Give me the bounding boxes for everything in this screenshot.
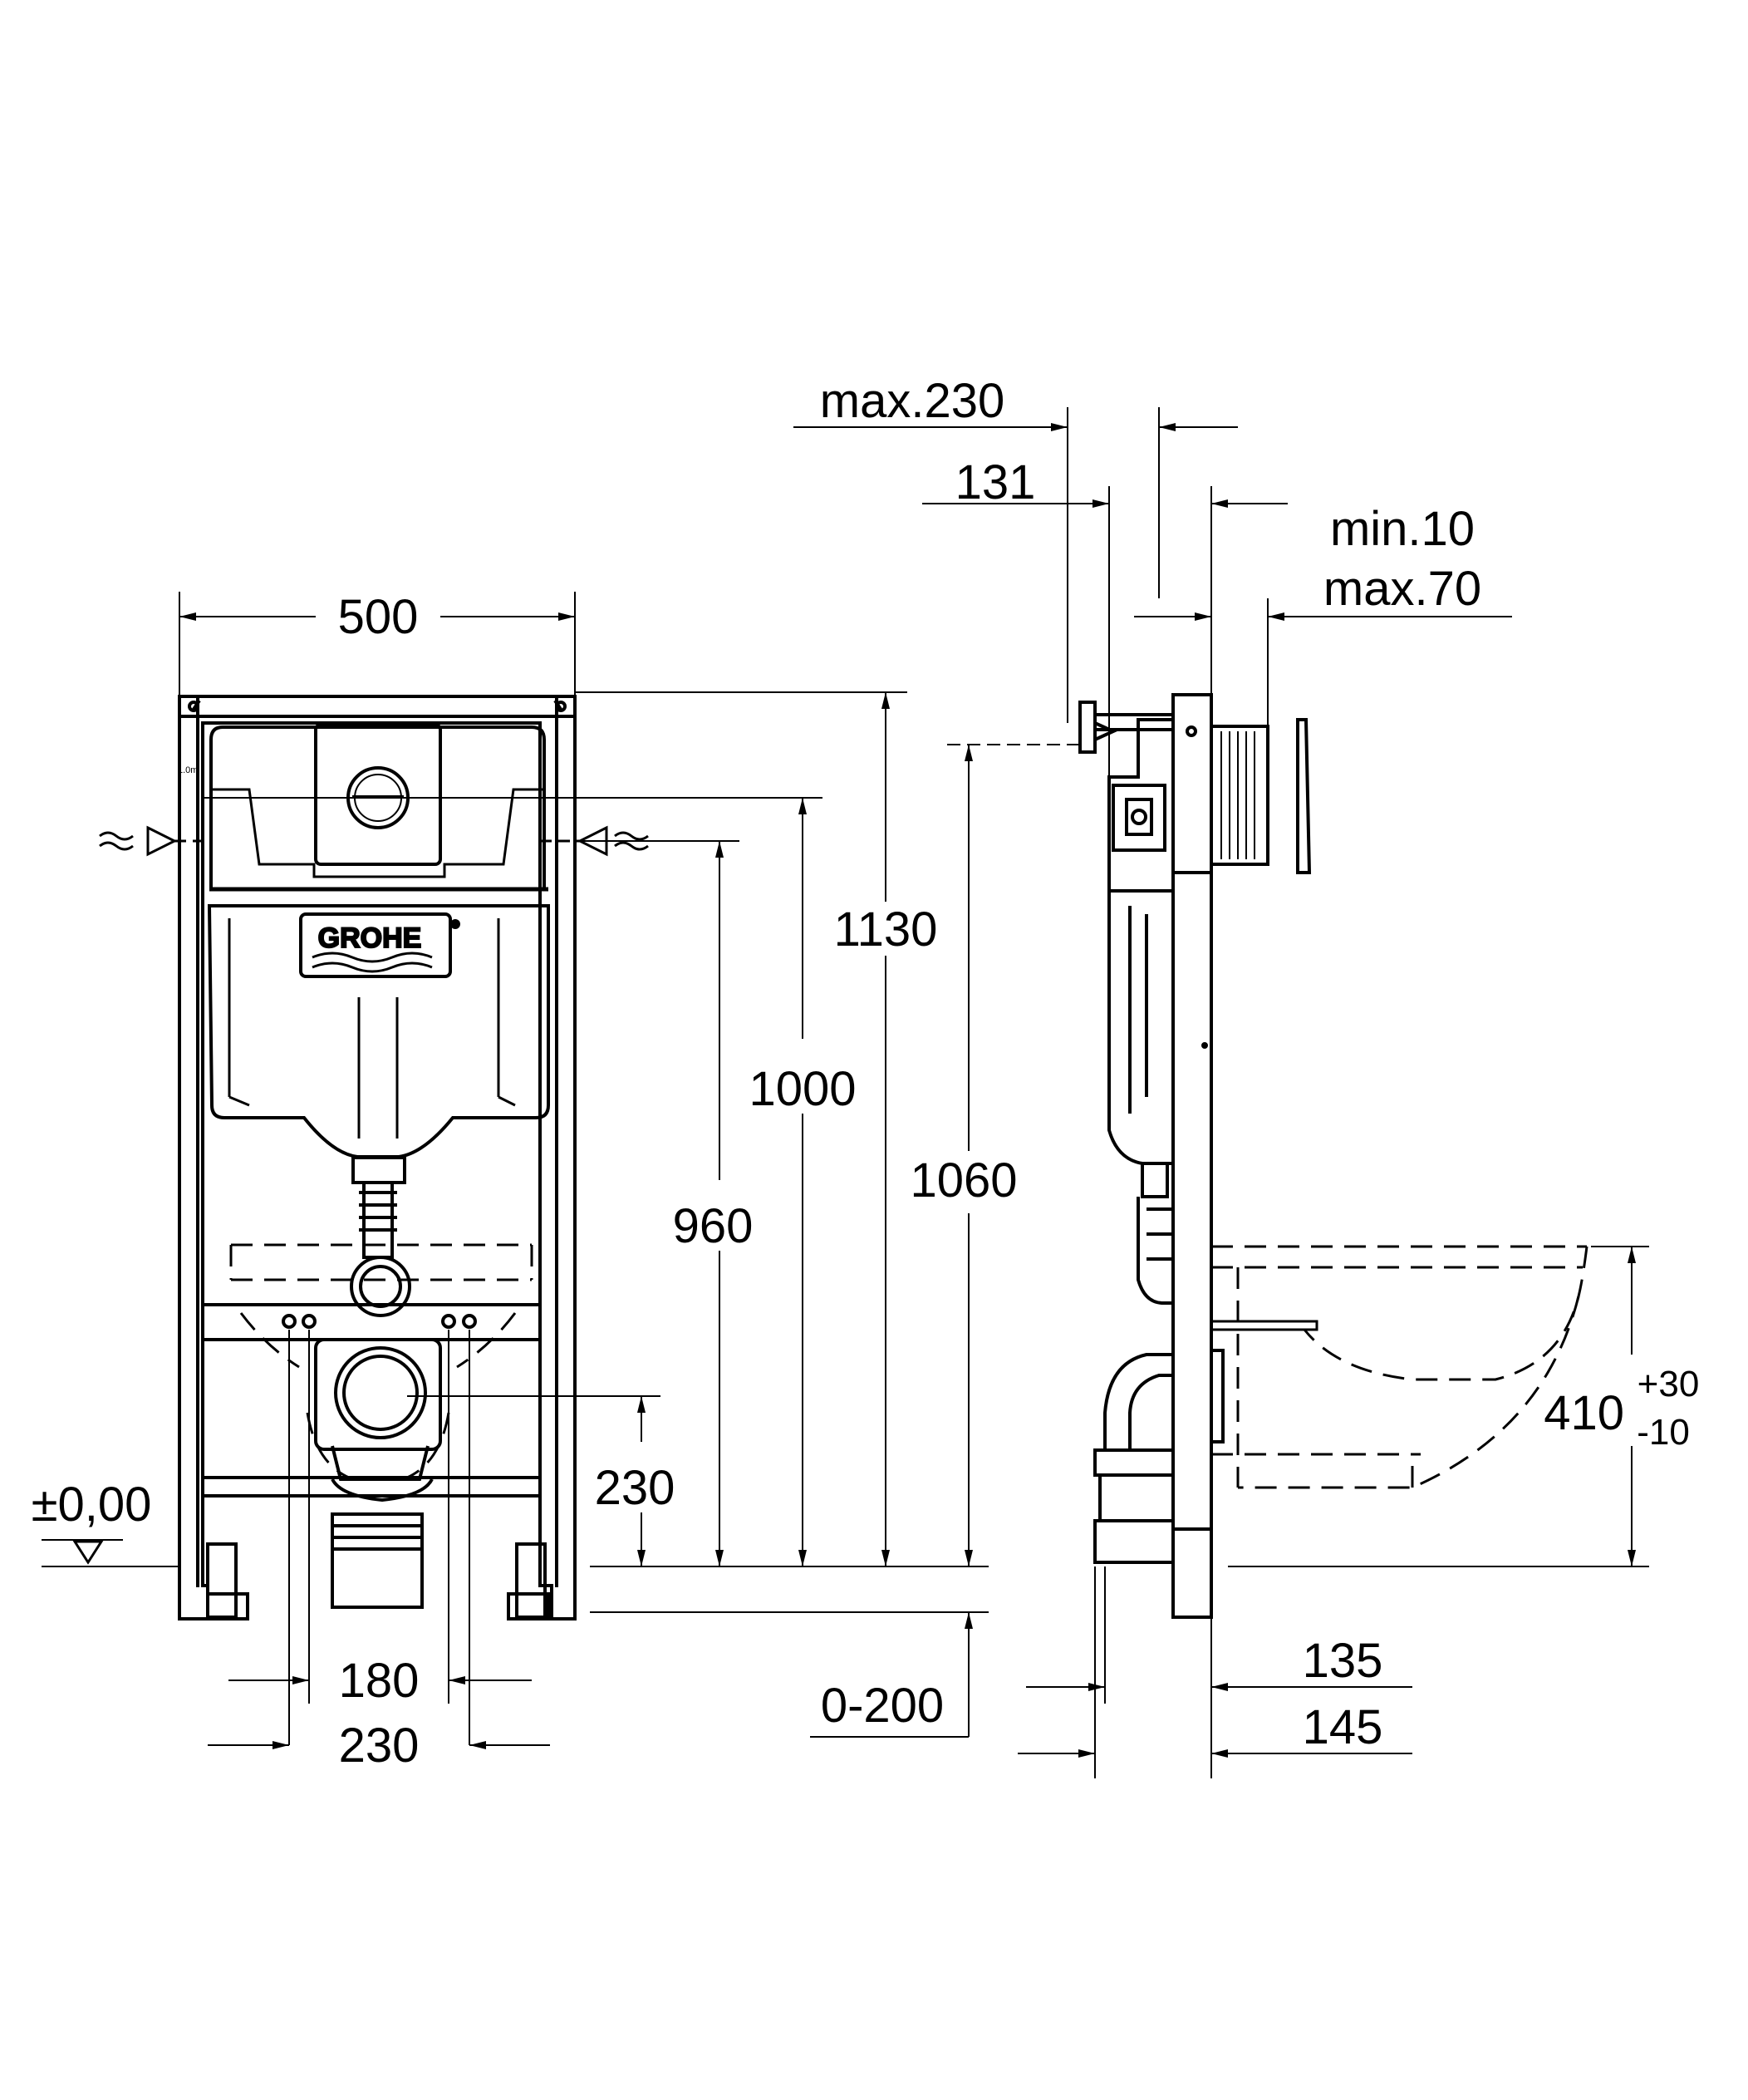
side-view: max.230 131 min.10 max.70 1060 bbox=[793, 374, 1699, 1778]
mounting-bolts bbox=[282, 1314, 477, 1329]
bolt-spacing-inner-label: 180 bbox=[339, 1654, 420, 1708]
bolt-spacing-outer-label: 230 bbox=[339, 1719, 420, 1773]
drain-pipes-side bbox=[1093, 1162, 1225, 1564]
depth-145-label: 145 bbox=[1303, 1700, 1383, 1754]
water-supply-left bbox=[99, 825, 208, 857]
bowl-bolt-side bbox=[1211, 1320, 1318, 1331]
cistern-height-label: 1000 bbox=[749, 1062, 856, 1116]
dimension-wall-thickness: min.10 max.70 bbox=[1134, 502, 1512, 726]
svg-text:GROHE: GROHE bbox=[318, 922, 422, 954]
flush-plate-side bbox=[1210, 718, 1312, 874]
outlet-height-label: 230 bbox=[595, 1461, 675, 1515]
wall-min-label: min.10 bbox=[1330, 502, 1475, 556]
bowl-tol-minus-label: -10 bbox=[1637, 1412, 1690, 1453]
dimension-bowl-height: 410 +30 -10 bbox=[1228, 1246, 1700, 1567]
dimension-leg-adjust: 0-200 bbox=[810, 1612, 973, 1738]
total-height-label: 1060 bbox=[910, 1153, 1017, 1207]
dimension-supply-height: 960 bbox=[673, 841, 754, 1566]
frame-profile-side bbox=[1171, 693, 1213, 1619]
width-label: 500 bbox=[338, 590, 419, 644]
dimension-131: 131 bbox=[922, 455, 1288, 777]
supply-height-label: 960 bbox=[673, 1199, 754, 1253]
dimension-outlet-height: 230 bbox=[595, 1396, 675, 1566]
dimension-max-230: max.230 bbox=[793, 374, 1238, 723]
small-mark-label: 1.0m bbox=[178, 765, 198, 775]
floor-level-marker: ±0,00 bbox=[32, 1478, 179, 1567]
max-depth-label: max.230 bbox=[820, 374, 1004, 428]
dimension-width: 500 bbox=[179, 590, 576, 696]
leg-adjust-label: 0-200 bbox=[821, 1679, 944, 1733]
floor-level-label: ±0,00 bbox=[32, 1478, 152, 1532]
dimension-frame-height: 1130 bbox=[834, 692, 938, 1566]
depth-135-label: 135 bbox=[1303, 1634, 1383, 1688]
depth-131-label: 131 bbox=[955, 455, 1036, 509]
dimension-bolt-spacing: 180 230 bbox=[208, 1330, 550, 1773]
wall-max-label: max.70 bbox=[1323, 562, 1481, 616]
dimension-total-height: 1060 bbox=[910, 744, 1084, 1566]
extension-lines-front bbox=[204, 691, 989, 1613]
bowl-height-label: 410 bbox=[1544, 1386, 1624, 1440]
toilet-dashed-side bbox=[1211, 1245, 1588, 1489]
toilet-dashed-front bbox=[229, 1243, 533, 1479]
dimension-cistern-height: 1000 bbox=[749, 798, 857, 1566]
flush-plate-front bbox=[314, 723, 442, 866]
cistern-side bbox=[1078, 701, 1175, 1165]
grohe-logo: GROHE bbox=[299, 912, 460, 978]
frame-height-label: 1130 bbox=[834, 902, 938, 957]
front-view: GROHE 1.0m bbox=[32, 590, 989, 1773]
drain-pipes-front bbox=[314, 1156, 442, 1609]
bowl-tol-plus-label: +30 bbox=[1638, 1364, 1700, 1404]
dimension-bottom-depths: 135 145 bbox=[1018, 1566, 1412, 1778]
